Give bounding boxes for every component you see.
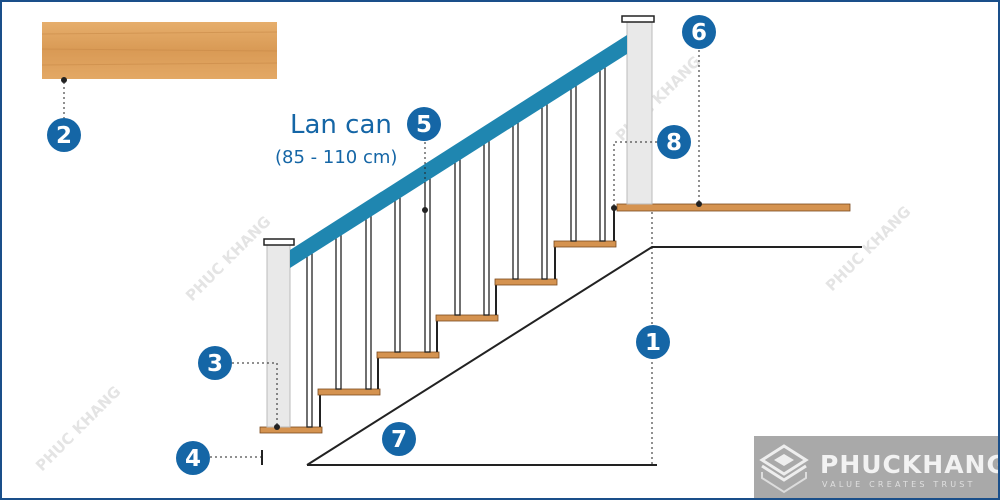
post-cap: [621, 15, 655, 23]
post-cap: [263, 238, 295, 246]
baluster: [512, 119, 519, 280]
baluster: [424, 175, 431, 353]
newel-post-top: [626, 21, 653, 205]
brand-logo: PHUCKHANG VALUE CREATES TRUST: [754, 436, 1000, 498]
marker-4: 4: [176, 441, 210, 475]
watermark: PHUC KHANG: [612, 52, 704, 144]
baluster: [570, 82, 577, 242]
stair-tread: [553, 240, 617, 248]
newel-post-bottom: [266, 244, 291, 428]
landing: [616, 203, 851, 212]
baluster: [365, 212, 372, 390]
baluster: [335, 231, 342, 390]
watermark: PHUC KHANG: [32, 382, 124, 474]
stair-tread: [376, 351, 440, 359]
marker-number: 1: [645, 330, 661, 356]
marker-number: 7: [391, 427, 407, 453]
baluster: [541, 101, 548, 280]
stairs: [259, 210, 617, 434]
stair-tread: [317, 388, 381, 396]
marker-number: 3: [207, 351, 223, 377]
marker-2: 2: [47, 118, 81, 152]
marker-7: 7: [382, 422, 416, 456]
railing-label: Lan can: [290, 110, 392, 140]
watermark: PHUC KHANG: [182, 212, 274, 304]
baluster: [454, 156, 461, 316]
baluster: [483, 137, 490, 316]
logo-cube-icon: [759, 444, 809, 494]
handrail: [290, 35, 627, 268]
railing-height-range: (85 - 110 cm): [275, 147, 397, 168]
watermark: PHUC KHANG: [822, 202, 914, 294]
marker-number: 6: [691, 20, 707, 46]
watermarks: PHUC KHANG PHUC KHANG PHUC KHANG PHUC KH…: [32, 52, 914, 474]
stair-tread: [494, 278, 558, 286]
baluster: [306, 250, 313, 428]
stair-tread: [435, 314, 499, 322]
stair-tread: [259, 426, 323, 434]
marker-number: 5: [416, 112, 432, 138]
marker-8: 8: [657, 125, 691, 159]
marker-6: 6: [682, 15, 716, 49]
baluster: [599, 64, 606, 242]
marker-number: 2: [56, 123, 72, 149]
marker-1: 1: [636, 325, 670, 359]
marker-number: 4: [185, 446, 201, 472]
baluster: [394, 194, 401, 353]
marker-3: 3: [198, 346, 232, 380]
marker-5: 5: [407, 107, 441, 141]
marker-number: 8: [666, 130, 682, 156]
logo-name: PHUCKHANG: [820, 450, 1000, 479]
logo-tagline: VALUE CREATES TRUST: [822, 480, 976, 489]
